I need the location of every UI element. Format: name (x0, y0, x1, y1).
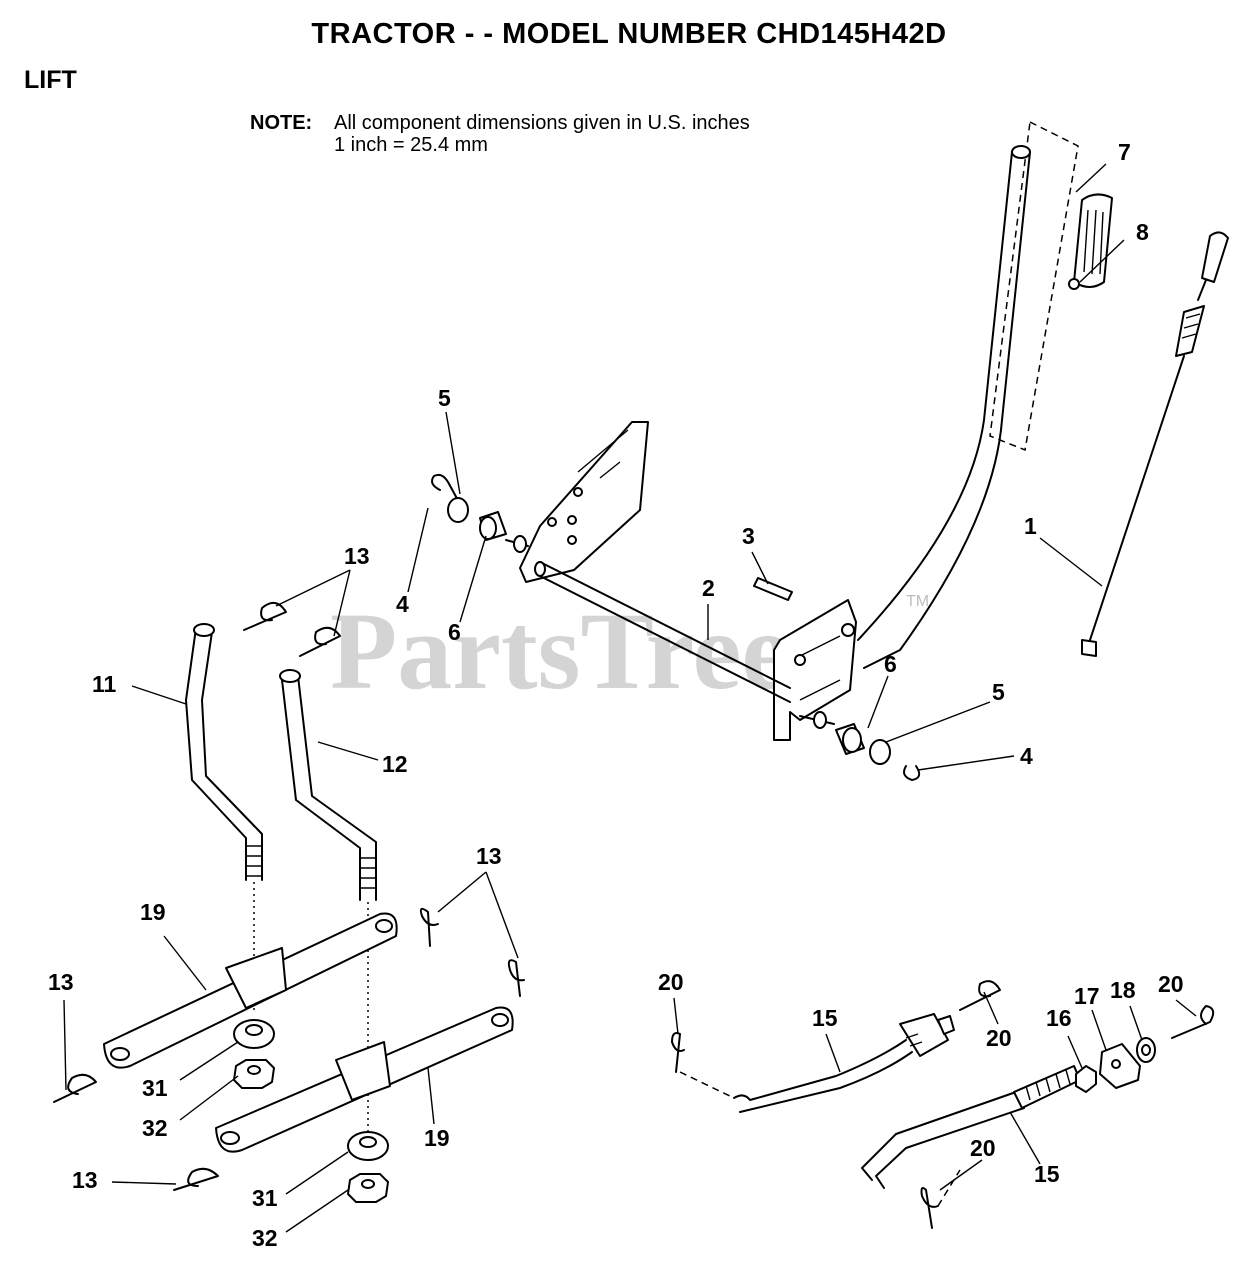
callout-20-a: 20 (658, 969, 684, 995)
callout-6-right: 6 (884, 651, 897, 677)
part-13-clip-top-b (299, 626, 341, 657)
callout-15-lower: 15 (1034, 1161, 1060, 1187)
callout-8: 8 (1136, 219, 1149, 245)
part-13-clip-mid (419, 907, 439, 947)
callout-2: 2 (702, 575, 715, 601)
callout-20-d: 20 (970, 1135, 996, 1161)
part-20-clip-b (959, 980, 1001, 1011)
lift-handle-lever (773, 145, 1031, 741)
section-title: LIFT (24, 66, 77, 94)
part-11-lift-link (185, 623, 263, 1010)
part-13-clip-top-a (243, 601, 287, 631)
part-2-lift-shaft (505, 421, 835, 729)
page-title: TRACTOR - - MODEL NUMBER CHD145H42D (311, 18, 947, 50)
part-3-pin (753, 577, 793, 601)
callout-15-upper: 15 (812, 1005, 838, 1031)
callout-7: 7 (1118, 139, 1131, 165)
callout-19-upper: 19 (140, 899, 166, 925)
part-16-nut (1075, 1065, 1097, 1093)
callout-12: 12 (382, 751, 408, 777)
part-20-clip-d (920, 1187, 939, 1229)
note-line-2: 1 inch = 25.4 mm (334, 134, 488, 156)
callout-4-left: 4 (396, 591, 409, 617)
left-pin-cluster (431, 473, 507, 541)
part-12-lift-link (279, 669, 377, 1150)
part-13-clip-left (53, 1073, 97, 1103)
callout-32-upper: 32 (142, 1115, 168, 1141)
part-18-bushing (1136, 1037, 1156, 1063)
part-20-clip-c (1171, 1005, 1215, 1039)
callout-11: 11 (92, 671, 117, 697)
callout-13-bottom: 13 (72, 1167, 98, 1193)
part-7-handle-grip (989, 120, 1113, 452)
callout-32-lower: 32 (252, 1225, 278, 1251)
part-32-nut-upper (233, 1059, 275, 1089)
part-19-lift-arm-upper (103, 912, 398, 1069)
callout-19-lower: 19 (424, 1125, 450, 1151)
part-15-rod-upper (679, 1013, 955, 1113)
watermark-trademark: TM (906, 593, 929, 610)
part-32-nut-lower (347, 1173, 389, 1203)
callout-1: 1 (1024, 513, 1037, 539)
dashed-route-line (937, 1169, 961, 1207)
part-17-swivel-block (1099, 1043, 1141, 1089)
callout-18: 18 (1110, 977, 1136, 1003)
dimension-note: NOTE: All component dimensions given in U… (250, 112, 750, 156)
part-31-bushing-upper (233, 1019, 275, 1049)
callout-4-right: 4 (1020, 743, 1033, 769)
part-1-lift-cable (1081, 231, 1229, 657)
leader-lines (63, 163, 1197, 1233)
watermark: PartsTree (330, 590, 790, 712)
right-pin-cluster (835, 723, 921, 781)
part-15-rod-lower (861, 1065, 1081, 1189)
callout-3: 3 (742, 523, 755, 549)
callout-31-lower: 31 (252, 1185, 278, 1211)
part-13-clip-right (507, 959, 525, 997)
callout-20-b: 20 (986, 1025, 1012, 1051)
part-31-bushing-lower (347, 1131, 389, 1161)
callout-17: 17 (1074, 983, 1100, 1009)
callout-31-upper: 31 (142, 1075, 168, 1101)
callout-20-c: 20 (1158, 971, 1184, 997)
callout-6-left: 6 (448, 619, 461, 645)
callout-13-mid: 13 (476, 843, 502, 869)
callout-5-left: 5 (438, 385, 451, 411)
note-label: NOTE: (250, 112, 313, 134)
callout-16: 16 (1046, 1005, 1072, 1031)
part-20-clip-a (671, 1032, 685, 1073)
callout-5-right: 5 (992, 679, 1005, 705)
part-19-lift-arm-lower (215, 1006, 514, 1153)
part-8-button (1068, 278, 1080, 290)
callout-13-top: 13 (344, 543, 370, 569)
callout-13-left: 13 (48, 969, 74, 995)
note-line-1: All component dimensions given in U.S. i… (334, 112, 750, 134)
part-13-clip-bottom (173, 1167, 219, 1191)
